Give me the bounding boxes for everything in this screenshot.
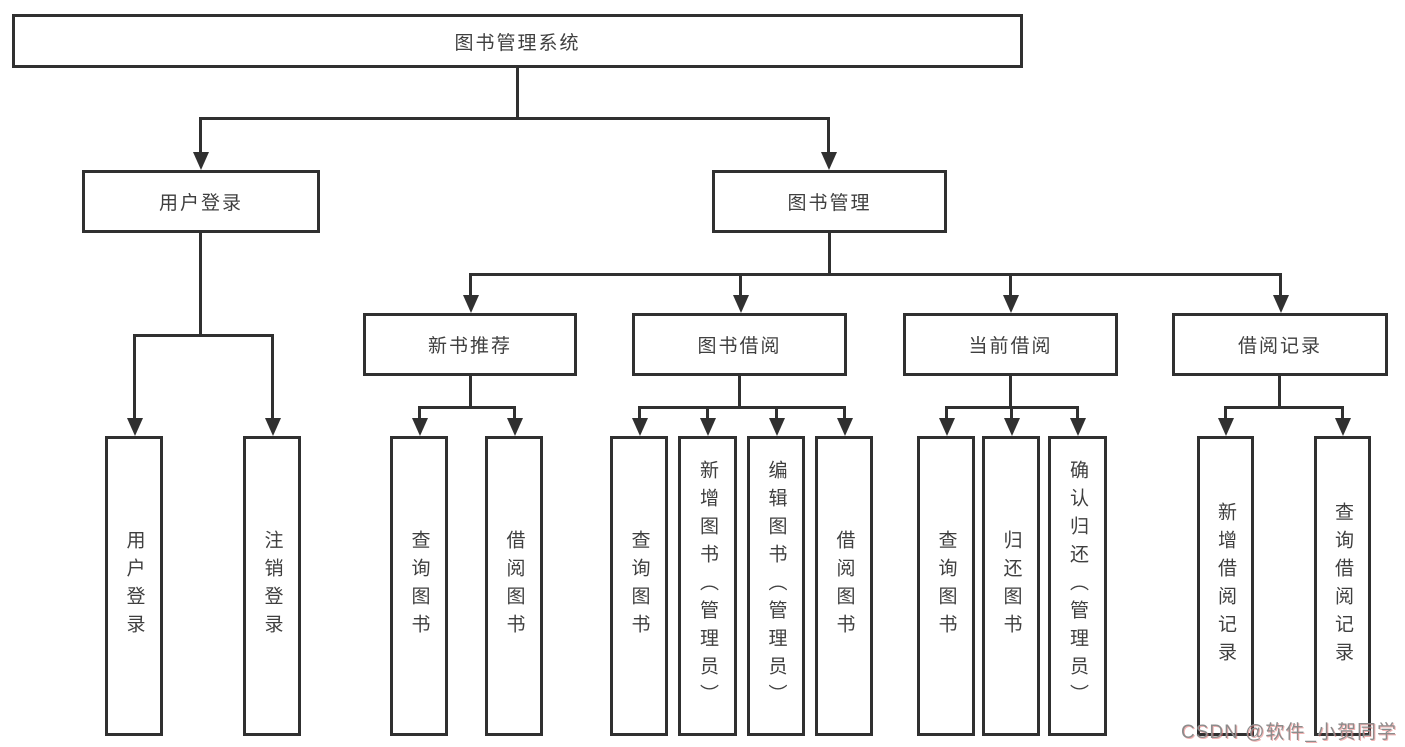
leaf-borrow-book-borrow: 借阅图书 [815,436,873,736]
connector-new-book-rec-stub [469,376,472,408]
node-borrow-record-label: 借阅记录 [1237,336,1322,357]
node-user-login: 用户登录 [82,170,320,233]
node-book-borrow: 图书借阅 [632,313,847,376]
leaf-borrow-book-newrec: 借阅图书 [485,436,543,736]
node-new-book-rec: 新书推荐 [363,313,577,376]
node-book-mgmt-label: 图书管理 [787,193,872,214]
node-new-book-rec-label: 新书推荐 [427,336,512,357]
arrow-to-user-login [199,117,202,152]
leaf-logout-login: 注销登录 [243,436,301,736]
arrow-to-book-borrow [739,273,742,295]
leaf-logout-login-label: 注销登录 [261,530,283,642]
arrow-to-book-mgmt [827,117,830,152]
leaf-user-login-label: 用户登录 [123,530,145,642]
leaf-query-borrow-record: 查询借阅记录 [1314,436,1371,736]
leaf-query-book-newrec-label: 查询图书 [408,530,430,642]
leaf-query-book-newrec: 查询图书 [390,436,448,736]
arrow-to-new-book-rec [469,273,472,295]
arrow-to-leaf-edit-book [775,406,778,418]
node-root-system: 图书管理系统 [12,14,1023,68]
leaf-add-book-admin: 新增图书（管理员） [678,436,737,736]
connector-current-borrow-stub [1009,376,1012,408]
leaf-query-book-current: 查询图书 [917,436,975,736]
node-book-mgmt: 图书管理 [712,170,947,233]
leaf-query-book-borrow-label: 查询图书 [628,530,650,642]
arrow-to-leaf-borrow-book-1 [513,406,516,418]
connector-root-stub [516,68,519,120]
node-book-borrow-label: 图书借阅 [697,336,782,357]
csdn-watermark: CSDN @软件_小贺同学 [1181,722,1397,743]
node-current-borrow: 当前借阅 [903,313,1118,376]
leaf-edit-book-admin: 编辑图书（管理员） [747,436,805,736]
connector-book-mgmt-stub [828,233,831,275]
leaf-return-book: 归还图书 [982,436,1040,736]
connector-book-borrow-hline [638,406,846,409]
leaf-add-borrow-record-label: 新增借阅记录 [1215,502,1236,670]
connector-book-borrow-stub [738,376,741,408]
connector-borrow-record-hline [1224,406,1343,409]
connector-root-hline [199,117,830,120]
leaf-confirm-return-admin: 确认归还（管理员） [1048,436,1107,736]
leaf-borrow-book-borrow-label: 借阅图书 [833,530,855,642]
arrow-to-leaf-query-record [1341,406,1344,418]
leaf-borrow-book-newrec-label: 借阅图书 [503,530,525,642]
leaf-query-book-borrow: 查询图书 [610,436,668,736]
arrow-to-leaf-confirm-return [1076,406,1079,418]
leaf-confirm-return-admin-label: 确认归还（管理员） [1067,460,1088,712]
leaf-add-book-admin-label: 新增图书（管理员） [697,460,718,712]
leaf-user-login: 用户登录 [105,436,163,736]
connector-book-mgmt-hline [469,273,1282,276]
leaf-return-book-label: 归还图书 [1000,530,1022,642]
leaf-query-book-current-label: 查询图书 [935,530,957,642]
node-borrow-record: 借阅记录 [1172,313,1388,376]
node-current-borrow-label: 当前借阅 [968,336,1053,357]
node-user-login-label: 用户登录 [158,193,243,214]
arrow-to-leaf-user-login [133,334,136,418]
arrow-to-leaf-add-book [706,406,709,418]
connector-user-login-hline [133,334,274,337]
arrow-to-current-borrow [1009,273,1012,295]
arrow-to-leaf-query-book-3 [945,406,948,418]
arrow-to-borrow-record [1279,273,1282,295]
connector-borrow-record-stub [1278,376,1281,408]
leaf-edit-book-admin-label: 编辑图书（管理员） [765,460,787,712]
arrow-to-leaf-logout [271,334,274,418]
leaf-query-borrow-record-label: 查询借阅记录 [1332,502,1353,670]
arrow-to-leaf-query-book-2 [638,406,641,418]
node-root-label: 图书管理系统 [454,32,581,54]
connector-new-book-rec-hline [418,406,516,409]
arrow-to-leaf-add-record [1224,406,1227,418]
arrow-to-leaf-query-book-1 [418,406,421,418]
leaf-add-borrow-record: 新增借阅记录 [1197,436,1254,736]
arrow-to-leaf-borrow-book-2 [843,406,846,418]
connector-user-login-stub [199,233,202,336]
arrow-to-leaf-return-book [1010,406,1013,418]
